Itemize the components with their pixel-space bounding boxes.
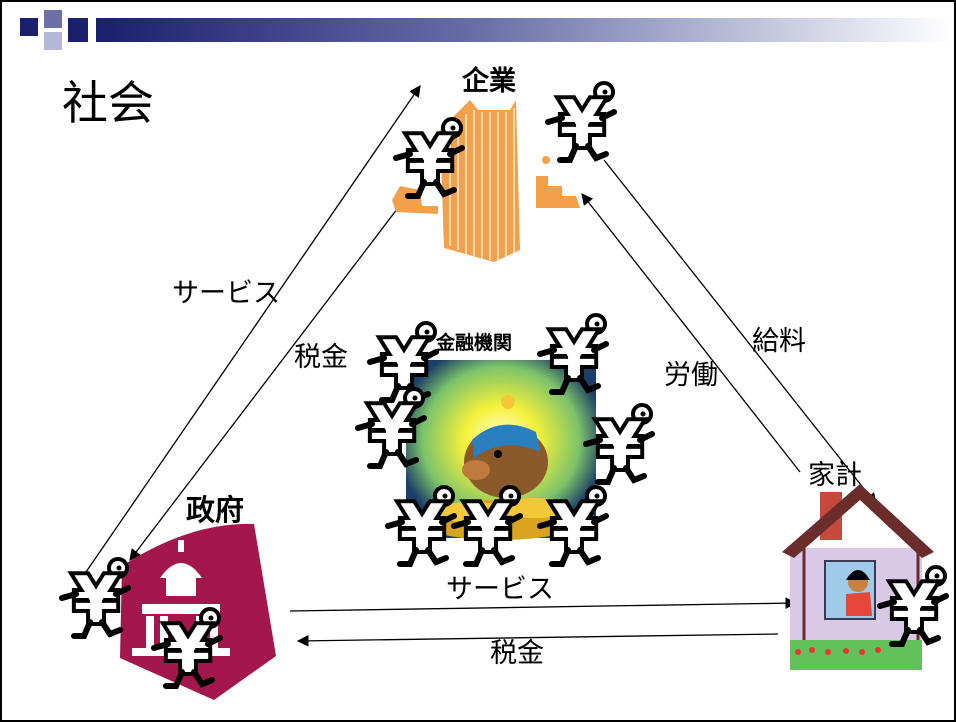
arrow-service-gov-household bbox=[289, 597, 798, 612]
arrow-tax-household-gov bbox=[296, 633, 779, 647]
flow-label-labor: 労働 bbox=[664, 360, 718, 391]
arrow-tax-company-gov bbox=[129, 199, 405, 561]
slide-title: 社会 bbox=[62, 76, 154, 130]
arrow-salary bbox=[603, 159, 877, 505]
company-building-illustration bbox=[392, 100, 580, 262]
company-label: 企業 bbox=[462, 66, 516, 97]
flow-label-salary: 給料 bbox=[752, 326, 806, 357]
flow-label-service-gov-household: サービス bbox=[446, 574, 554, 605]
arrow-labor bbox=[581, 193, 801, 473]
flow-label-tax-household-gov: 税金 bbox=[490, 638, 544, 669]
flow-label-tax-company-gov: 税金 bbox=[294, 342, 348, 373]
header-decoration bbox=[20, 10, 954, 50]
government-label: 政府 bbox=[186, 493, 245, 527]
flow-arrows bbox=[85, 85, 877, 647]
household-label: 家計 bbox=[808, 460, 862, 491]
flow-label-service-gov-company: サービス bbox=[172, 278, 280, 309]
arrow-service-gov-company bbox=[85, 85, 421, 573]
financial-institution-label: 金融機関 bbox=[436, 332, 513, 354]
